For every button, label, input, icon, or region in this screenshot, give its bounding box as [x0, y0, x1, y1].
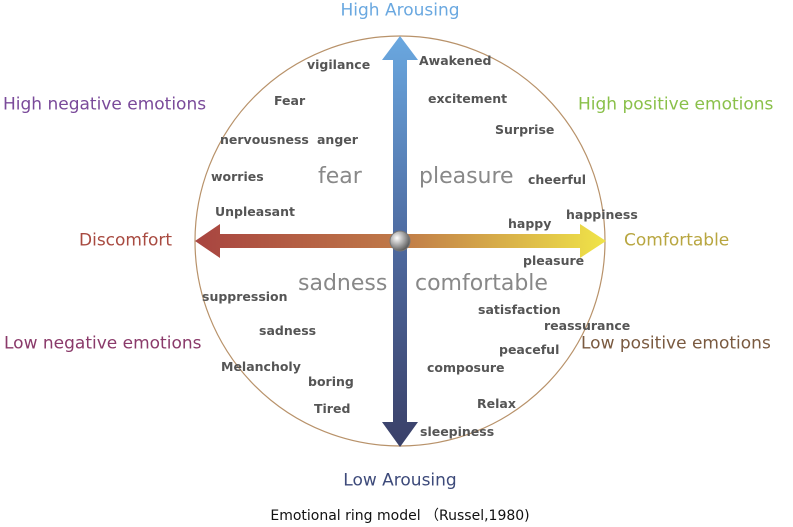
emotion-word: satisfaction — [478, 301, 561, 317]
emotion-word: boring — [308, 373, 354, 389]
emotion-word: Unpleasant — [215, 203, 295, 219]
emotion-word: pleasure — [523, 252, 585, 268]
emotion-word: sleepiness — [420, 423, 495, 439]
emotion-word: vigilance — [307, 56, 371, 72]
emotion-word: cheerful — [528, 171, 587, 187]
emotion-word: anger — [317, 131, 358, 147]
quadrant-title-pleasure: pleasure — [419, 164, 514, 189]
emotion-word: composure — [427, 359, 505, 375]
emotion-word: suppression — [202, 288, 288, 304]
label-low-positive: Low positive emotions — [581, 333, 771, 354]
axis-label-discomfort: Discomfort — [79, 230, 173, 251]
axis-label-comfortable: Comfortable — [624, 230, 730, 251]
emotion-word: Relax — [477, 395, 516, 411]
emotion-word: happy — [508, 215, 552, 231]
emotion-word: Fear — [274, 92, 306, 108]
caption: Emotional ring model （Russel,1980) — [270, 508, 530, 524]
axis-label-low-arousing: Low Arousing — [343, 470, 457, 491]
emotion-word: peaceful — [499, 341, 560, 357]
label-high-negative: High negative emotions — [3, 94, 207, 115]
quadrant-title-fear: fear — [318, 164, 362, 189]
emotion-word: sadness — [259, 322, 317, 338]
label-low-negative: Low negative emotions — [4, 333, 202, 354]
quadrant-title-sadness: sadness — [298, 271, 388, 296]
emotion-word: Tired — [314, 400, 351, 416]
quadrant-title-comfortable: comfortable — [415, 271, 548, 296]
emotion-word: Surprise — [495, 121, 555, 137]
axis-label-high-arousing: High Arousing — [340, 0, 460, 21]
emotion-word: happiness — [566, 206, 638, 222]
emotion-word: Melancholy — [221, 358, 301, 374]
center-knob — [389, 230, 411, 252]
label-high-positive: High positive emotions — [578, 94, 774, 115]
emotion-word: worries — [211, 168, 264, 184]
emotion-word: nervousness — [220, 131, 309, 147]
emotion-word: excitement — [428, 90, 508, 106]
emotion-word: reassurance — [544, 317, 631, 333]
emotion-word: Awakened — [419, 52, 492, 68]
